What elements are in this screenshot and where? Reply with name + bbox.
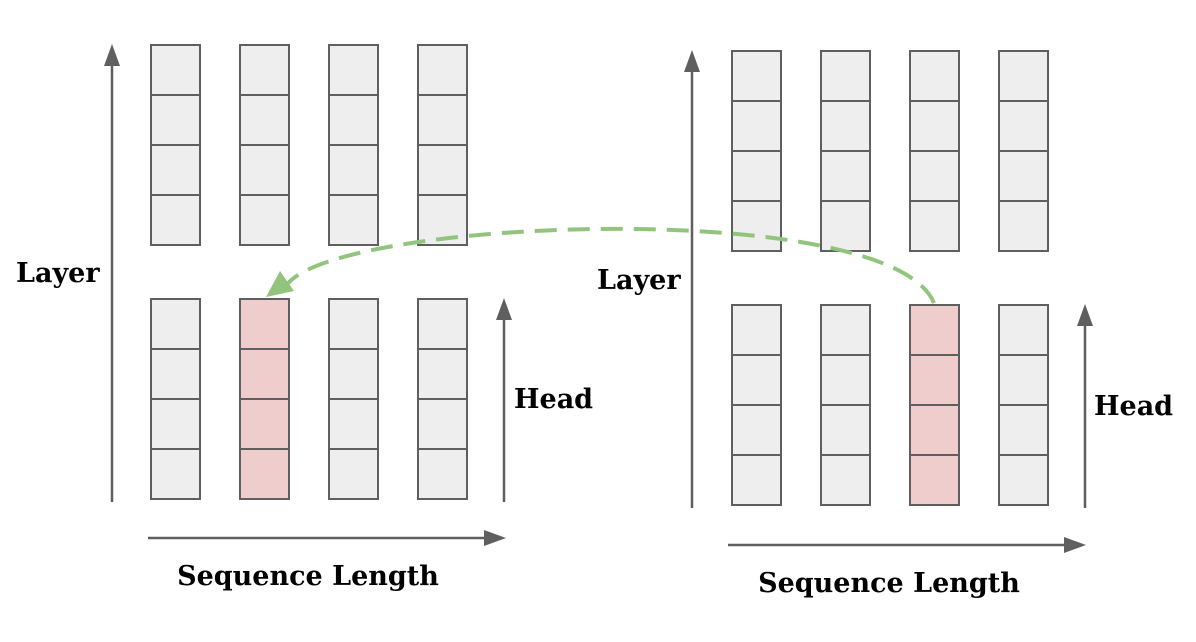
- right-cell-layer2-pos4-head3: [998, 100, 1049, 152]
- cell-grids: [150, 44, 1049, 506]
- right-cell-layer1-pos1-head4: [731, 304, 782, 356]
- left-cell-layer2-pos4-head4: [417, 44, 468, 96]
- left-cell-layer2-pos1-head2: [150, 144, 201, 196]
- left-cell-layer1-pos3-head4: [328, 298, 379, 350]
- left-cell-layer1-pos4-head4: [417, 298, 468, 350]
- right-cell-layer2-pos2-head1: [820, 200, 871, 252]
- left-head-label: Head: [514, 384, 593, 415]
- left-cell-layer1-pos1-head1: [150, 448, 201, 500]
- left-cell-layer2-pos1-head4: [150, 44, 201, 96]
- right-cell-layer2-pos2-head4: [820, 50, 871, 102]
- left-head-axis-arrowhead: [496, 298, 512, 320]
- right-cell-layer1-pos4-head3: [998, 354, 1049, 406]
- right-cell-layer2-pos3-head4: [909, 50, 960, 102]
- left-cell-layer1-pos1-head3: [150, 348, 201, 400]
- left-cell-layer1-pos3-head3: [328, 348, 379, 400]
- right-cell-highlighted-layer1-pos3-head1: [909, 454, 960, 506]
- right-cell-layer2-pos4-head4: [998, 50, 1049, 102]
- right-cell-layer2-pos3-head1: [909, 200, 960, 252]
- left-cell-layer1-pos4-head1: [417, 448, 468, 500]
- right-cell-layer2-pos3-head3: [909, 100, 960, 152]
- left-cell-layer2-pos1-head1: [150, 194, 201, 246]
- right-cell-highlighted-layer1-pos3-head3: [909, 354, 960, 406]
- right-panel-axes: [684, 50, 1093, 553]
- left-cell-highlighted-layer1-pos2-head4: [239, 298, 290, 350]
- left-cell-layer2-pos2-head4: [239, 44, 290, 96]
- transfer-arrow: [266, 226, 936, 304]
- left-cell-layer2-pos4-head3: [417, 94, 468, 146]
- right-cell-layer2-pos3-head2: [909, 150, 960, 202]
- right-sequence-axis-arrowhead: [1064, 537, 1086, 553]
- left-cell-layer1-pos4-head2: [417, 398, 468, 450]
- right-cell-layer2-pos1-head4: [731, 50, 782, 102]
- left-cell-layer2-pos3-head1: [328, 194, 379, 246]
- left-cell-layer1-pos1-head2: [150, 398, 201, 450]
- right-cell-layer1-pos2-head2: [820, 404, 871, 456]
- left-cell-layer2-pos4-head2: [417, 144, 468, 196]
- left-cell-highlighted-layer1-pos2-head1: [239, 448, 290, 500]
- right-cell-layer1-pos1-head3: [731, 354, 782, 406]
- transfer-arrowhead: [266, 271, 294, 297]
- right-cell-layer1-pos1-head1: [731, 454, 782, 506]
- right-cell-layer2-pos4-head2: [998, 150, 1049, 202]
- left-cell-layer2-pos2-head2: [239, 144, 290, 196]
- right-cell-highlighted-layer1-pos3-head2: [909, 404, 960, 456]
- right-head-axis-arrowhead: [1077, 304, 1093, 326]
- left-layer-axis-arrowhead: [104, 44, 120, 66]
- left-sequence-label: Sequence Length: [177, 561, 439, 592]
- left-layer-label: Layer: [16, 258, 100, 289]
- left-panel-axes: [104, 44, 512, 546]
- right-layer-axis-arrowhead: [684, 50, 700, 72]
- right-cell-layer2-pos2-head3: [820, 100, 871, 152]
- right-layer-label: Layer: [597, 265, 681, 296]
- left-cell-layer2-pos3-head2: [328, 144, 379, 196]
- right-cell-layer1-pos2-head3: [820, 354, 871, 406]
- transfer-arrow-path: [284, 226, 936, 304]
- left-cell-layer1-pos3-head1: [328, 448, 379, 500]
- right-cell-layer2-pos1-head3: [731, 100, 782, 152]
- left-cell-layer1-pos4-head3: [417, 348, 468, 400]
- right-sequence-label: Sequence Length: [758, 568, 1020, 599]
- left-cell-layer2-pos3-head3: [328, 94, 379, 146]
- left-cell-layer2-pos2-head1: [239, 194, 290, 246]
- left-cell-layer2-pos3-head4: [328, 44, 379, 96]
- right-cell-layer2-pos4-head1: [998, 200, 1049, 252]
- right-cell-layer1-pos4-head1: [998, 454, 1049, 506]
- right-head-label: Head: [1094, 391, 1173, 422]
- left-cell-highlighted-layer1-pos2-head2: [239, 398, 290, 450]
- left-cell-layer2-pos4-head1: [417, 194, 468, 246]
- left-cell-layer1-pos3-head2: [328, 398, 379, 450]
- left-cell-layer1-pos1-head4: [150, 298, 201, 350]
- right-cell-layer1-pos1-head2: [731, 404, 782, 456]
- left-cell-layer2-pos1-head3: [150, 94, 201, 146]
- right-cell-layer1-pos2-head1: [820, 454, 871, 506]
- right-cell-layer2-pos2-head2: [820, 150, 871, 202]
- right-cell-layer1-pos4-head2: [998, 404, 1049, 456]
- right-cell-layer2-pos1-head2: [731, 150, 782, 202]
- right-cell-layer2-pos1-head1: [731, 200, 782, 252]
- left-sequence-axis-arrowhead: [484, 530, 506, 546]
- left-cell-layer2-pos2-head3: [239, 94, 290, 146]
- left-cell-highlighted-layer1-pos2-head3: [239, 348, 290, 400]
- right-cell-highlighted-layer1-pos3-head4: [909, 304, 960, 356]
- right-cell-layer1-pos4-head4: [998, 304, 1049, 356]
- right-cell-layer1-pos2-head4: [820, 304, 871, 356]
